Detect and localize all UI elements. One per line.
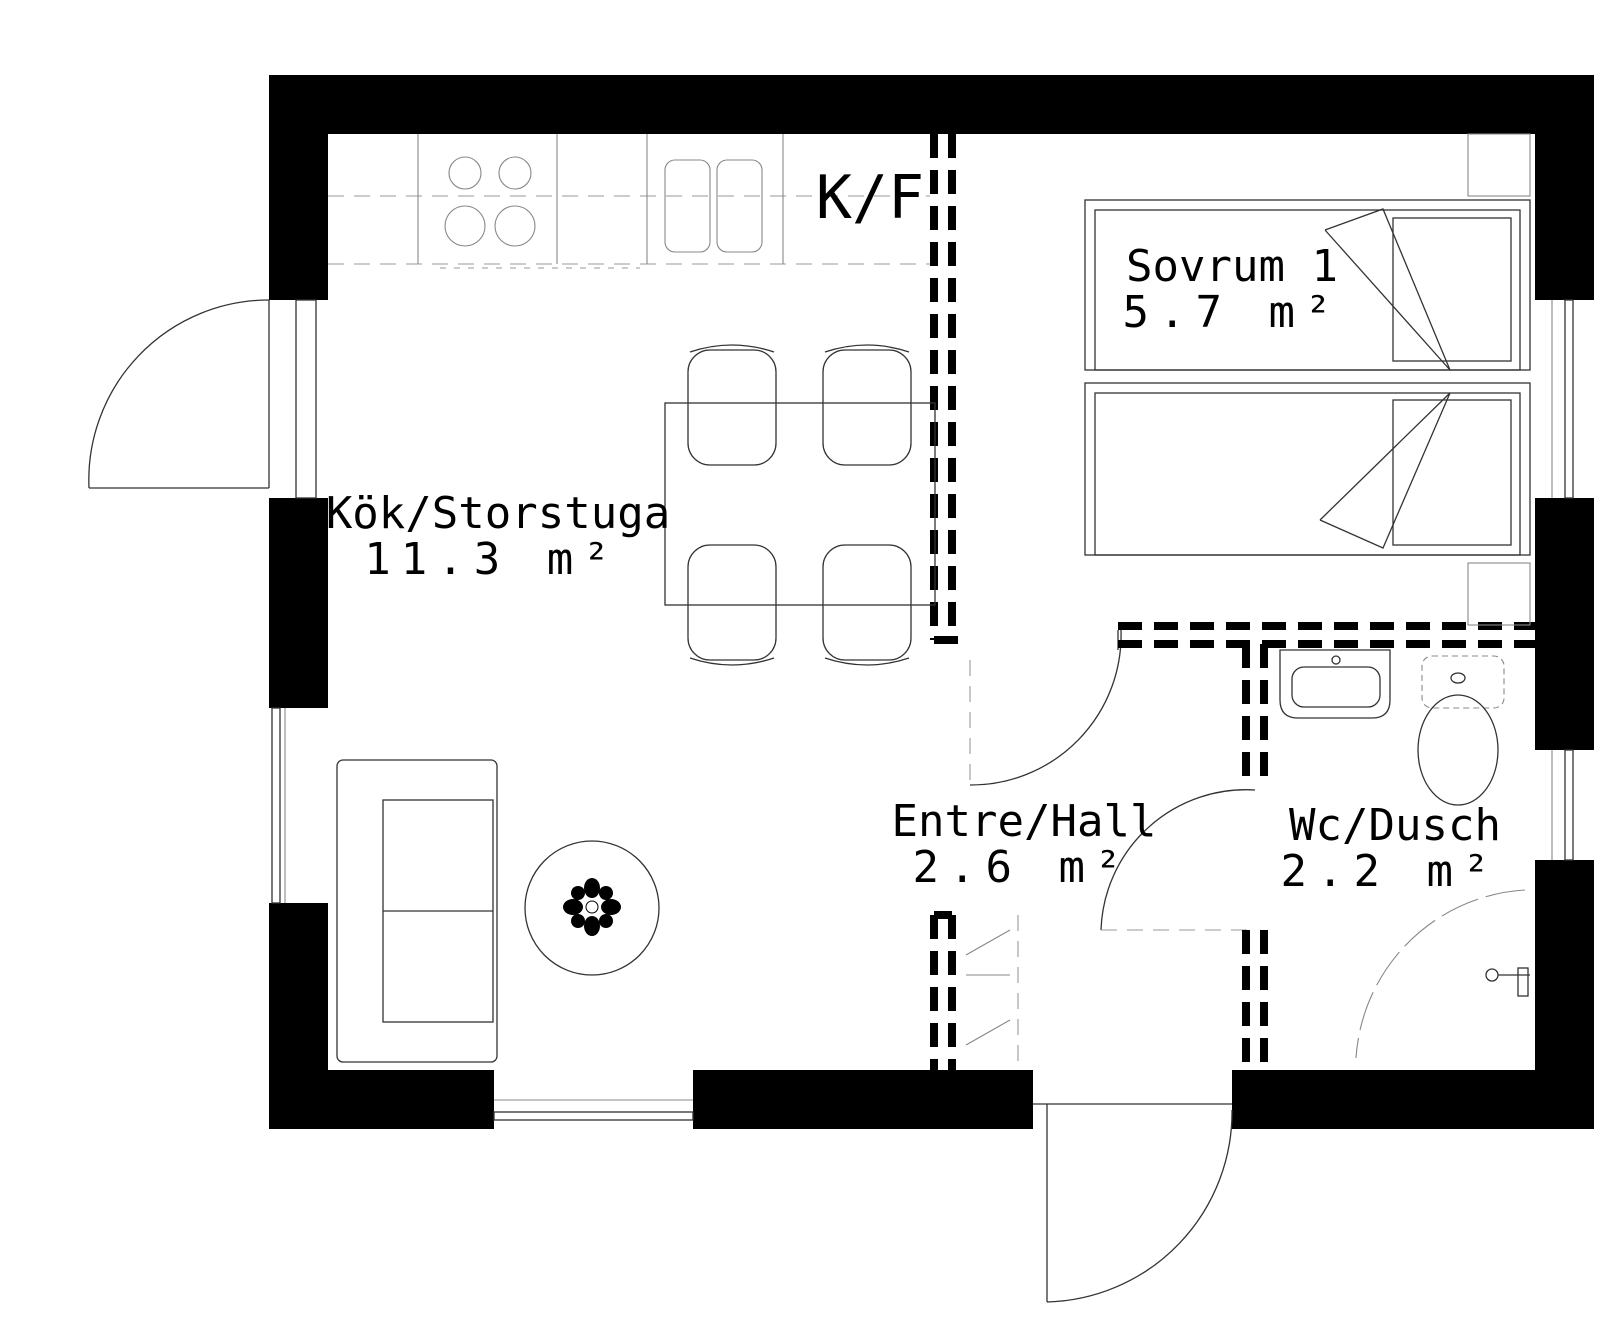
washbasin-icon <box>1279 649 1391 719</box>
plant-icon <box>563 878 621 936</box>
room-name-sovrum: Sovrum 1 <box>1126 241 1338 292</box>
chair <box>687 544 777 666</box>
dining-set <box>664 344 936 666</box>
interior-partitions <box>930 134 1535 1070</box>
room-name-kok: Kök/Storstuga <box>326 488 670 539</box>
bed <box>1084 199 1531 371</box>
room-labels: K/F Sovrum 1 5.7 m² Kök/Storstuga 11.3 m… <box>326 163 1501 897</box>
room-name-wc: Wc/Dusch <box>1289 800 1501 851</box>
sofa <box>336 759 498 1063</box>
sink-icon <box>664 159 763 253</box>
wc-door <box>1100 789 1256 931</box>
shower-icon <box>1355 889 1530 1059</box>
room-name-entre: Entre/Hall <box>892 796 1157 847</box>
room-area-wc: 2.2 m² <box>1281 846 1500 897</box>
bed <box>1084 382 1531 556</box>
chair <box>822 344 912 466</box>
fridge-freezer-label: K/F <box>816 163 924 233</box>
kitchen-counter <box>328 134 930 269</box>
closet <box>965 915 1019 1070</box>
chair <box>687 344 777 466</box>
doors <box>88 299 1256 1303</box>
exterior-walls <box>269 75 1594 1129</box>
dining-table <box>664 402 936 606</box>
toilet-icon <box>1417 655 1505 806</box>
side-door <box>88 299 317 499</box>
wc-fixtures <box>1279 649 1530 1059</box>
chair <box>822 544 912 666</box>
stove-icon <box>444 156 536 247</box>
room-area-entre: 2.6 m² <box>913 842 1132 893</box>
room-area-kok: 11.3 m² <box>364 534 619 585</box>
coffee-table <box>524 840 660 976</box>
entrance-door <box>1033 1103 1233 1303</box>
windows <box>271 299 1574 1121</box>
room-area-sovrum: 5.7 m² <box>1123 287 1342 338</box>
hall-door <box>969 629 1122 786</box>
beds <box>1084 133 1531 626</box>
